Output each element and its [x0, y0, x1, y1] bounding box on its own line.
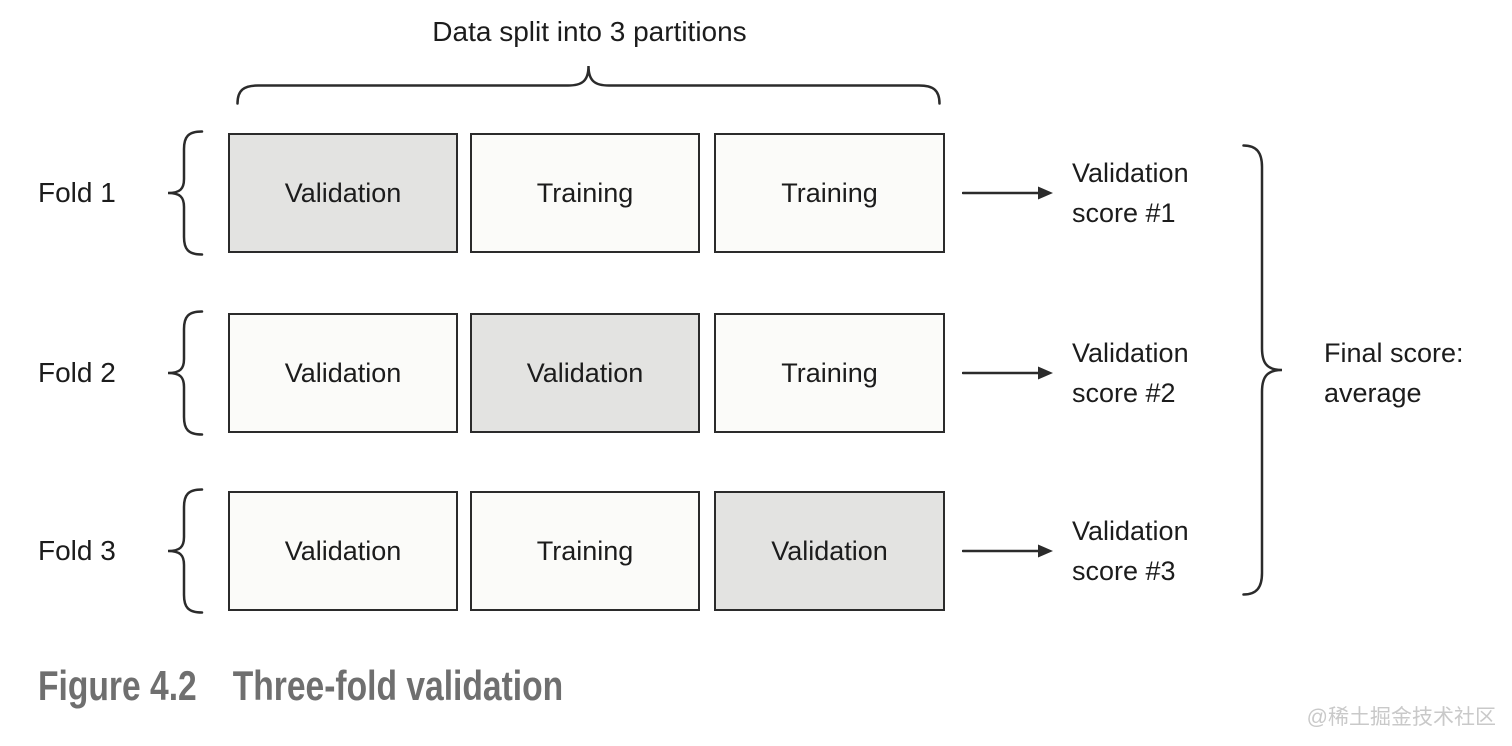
final-score-brace-icon: [1242, 144, 1283, 596]
figure-caption: Figure 4.2 Three-fold validation: [38, 662, 563, 710]
data-cell: Validation: [714, 491, 945, 611]
data-cell: Validation: [228, 313, 458, 433]
validation-score-label: Validation score #1: [1072, 153, 1189, 233]
cell-label: Validation: [284, 357, 402, 388]
cell-label: Validation: [284, 535, 402, 566]
data-cell: Training: [714, 313, 945, 433]
arrow-icon: [962, 366, 1053, 380]
cell-label: Validation: [526, 357, 644, 388]
watermark: @稀土掘金技术社区: [1306, 706, 1496, 729]
fold-label: Fold 2: [38, 357, 116, 388]
data-cell: Validation: [228, 133, 458, 253]
cell-label: Training: [536, 177, 634, 208]
fold-row-1: Fold 1 Validation Training Training Vali…: [0, 130, 1512, 256]
final-score-line: Final score:: [1324, 338, 1464, 368]
data-cell: Training: [470, 491, 700, 611]
score-line: Validation: [1072, 158, 1189, 188]
score-line: Validation: [1072, 338, 1189, 368]
figure-number: Figure 4.2: [38, 662, 197, 709]
diagram-title: Data split into 3 partitions: [432, 16, 747, 47]
validation-score-label: Validation score #3: [1072, 511, 1189, 591]
score-line: score #3: [1072, 556, 1176, 586]
left-brace-icon: [167, 488, 204, 614]
data-cell: Training: [470, 133, 700, 253]
score-line: Validation: [1072, 516, 1189, 546]
validation-score-label: Validation score #2: [1072, 333, 1189, 413]
fold-row-3: Fold 3 Validation Training Validation Va…: [0, 488, 1512, 614]
left-brace-icon: [167, 310, 204, 436]
data-cell: Validation: [470, 313, 700, 433]
left-brace-icon: [167, 130, 204, 256]
score-line: score #1: [1072, 198, 1176, 228]
cell-label: Training: [781, 177, 878, 208]
figure-title: Three-fold validation: [232, 662, 564, 709]
score-line: score #2: [1072, 378, 1176, 408]
fold-label: Fold 3: [38, 535, 116, 566]
top-brace-icon: [236, 65, 941, 105]
final-score-line: average: [1324, 378, 1422, 408]
cell-label: Validation: [771, 535, 888, 566]
data-cell: Training: [714, 133, 945, 253]
data-cell: Validation: [228, 491, 458, 611]
arrow-icon: [962, 186, 1053, 200]
cell-label: Validation: [284, 177, 402, 208]
fold-row-2: Fold 2 Validation Validation Training Va…: [0, 310, 1512, 436]
final-score-label: Final score: average: [1324, 333, 1464, 413]
arrow-icon: [962, 544, 1053, 558]
cell-label: Training: [781, 357, 878, 388]
fold-label: Fold 1: [38, 177, 116, 208]
cell-label: Training: [536, 535, 634, 566]
